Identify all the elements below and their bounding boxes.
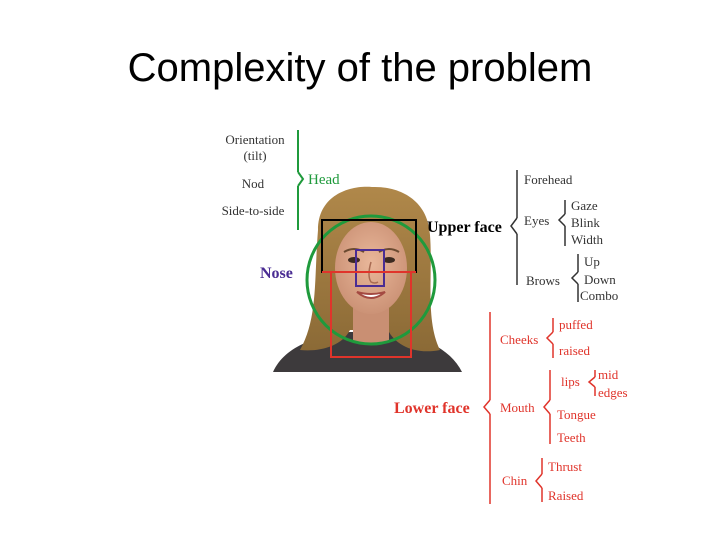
puffed-label: puffed	[559, 317, 593, 332]
cheeks-brace	[547, 318, 553, 358]
teeth-label: Teeth	[557, 430, 586, 445]
lower-face-brace	[484, 312, 490, 504]
gaze-label: Gaze	[571, 198, 598, 213]
upper-face-label: Upper face	[427, 219, 502, 236]
head-brace	[298, 130, 303, 230]
lower-face-label: Lower face	[394, 400, 470, 417]
width-label: Width	[571, 232, 603, 247]
orientation-label: Orientation	[225, 132, 285, 147]
down-label: Down	[584, 272, 616, 287]
chin-label: Chin	[502, 473, 528, 488]
eyes-label: Eyes	[524, 213, 549, 228]
mid-label: mid	[598, 367, 619, 382]
mouth-label: Mouth	[500, 400, 535, 415]
brows-label: Brows	[526, 273, 560, 288]
nose-label: Nose	[260, 265, 293, 282]
combo-label: Combo	[580, 288, 618, 303]
blink-label: Blink	[571, 215, 600, 230]
brows-brace	[572, 254, 578, 302]
nod-label: Nod	[242, 176, 265, 191]
eyes-brace	[559, 200, 565, 246]
lips-brace	[589, 370, 595, 396]
up-label: Up	[584, 254, 600, 269]
edges-label: edges	[598, 385, 628, 400]
tongue-label: Tongue	[557, 407, 596, 422]
raised-cheeks-label: raised	[559, 343, 591, 358]
upper-face-brace	[511, 170, 517, 285]
head-label: Head	[308, 172, 340, 188]
raised-chin-label: Raised	[548, 488, 584, 503]
forehead-label: Forehead	[524, 172, 573, 187]
side-to-side-label: Side-to-side	[222, 203, 285, 218]
lips-label: lips	[561, 374, 580, 389]
mouth-brace	[544, 370, 550, 444]
chin-brace	[536, 458, 542, 502]
thrust-label: Thrust	[548, 459, 582, 474]
cheeks-label: Cheeks	[500, 332, 538, 347]
tilt-label: (tilt)	[243, 148, 266, 163]
